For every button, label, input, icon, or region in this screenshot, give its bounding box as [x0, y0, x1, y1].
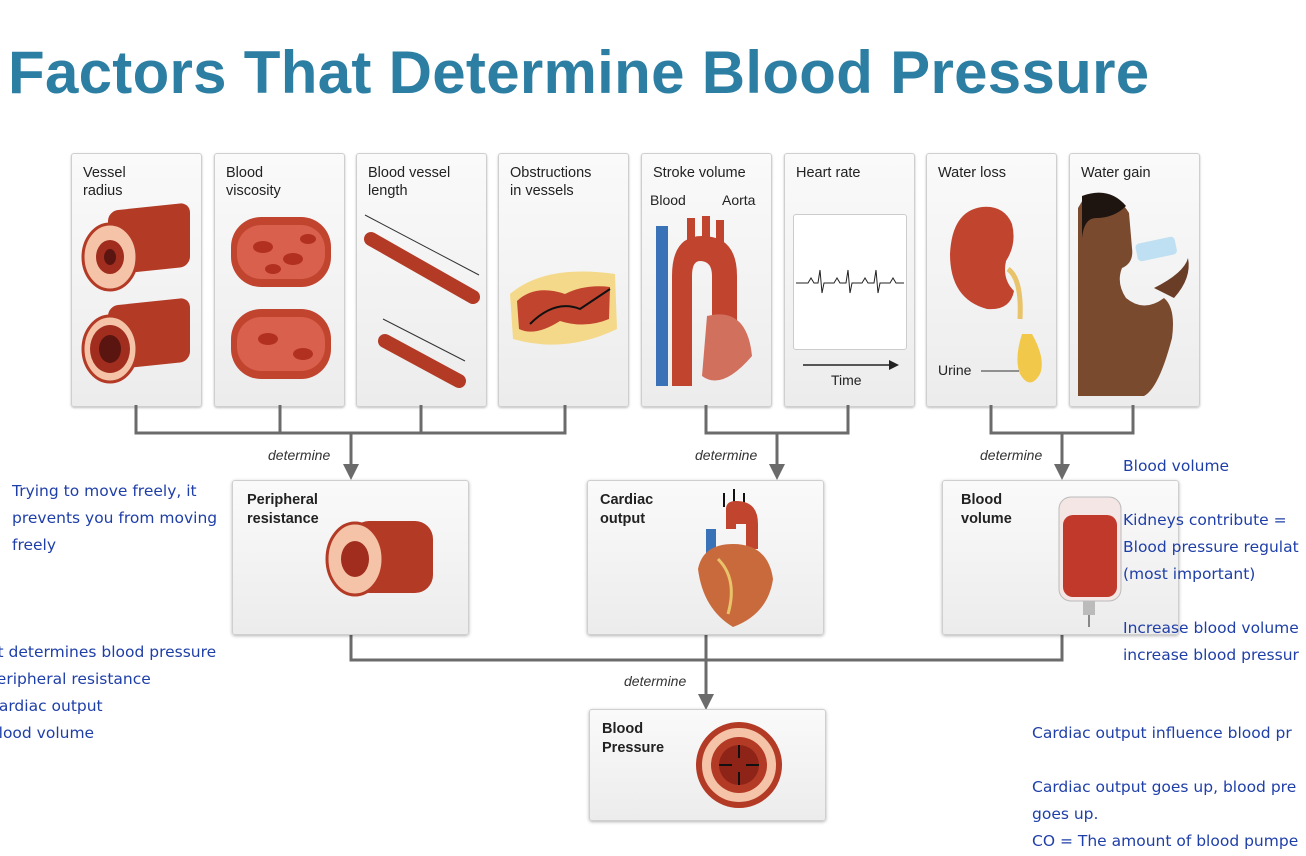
kidney-illustration — [950, 206, 1042, 383]
aorta-label: Aorta — [722, 192, 756, 208]
vessel-radius-illustration — [81, 203, 190, 384]
panel-label: Blood viscosity — [226, 165, 281, 199]
panel-water-loss: Water loss Urine — [926, 153, 1057, 407]
vessel-icon — [325, 521, 433, 597]
determine-label: determine — [268, 447, 331, 463]
vessel-length-illustration — [364, 214, 480, 388]
panel-label: Heart rate — [796, 165, 861, 181]
note-bp-determinants: at determines blood pressure Peripheral … — [0, 643, 217, 742]
heart-icon — [698, 489, 773, 627]
panel-obstructions: Obstructions in vessels — [498, 153, 629, 407]
blood-pressure-label: Blood Pressure — [602, 721, 665, 756]
determine-label: determine — [695, 447, 758, 463]
time-arrow — [803, 360, 899, 370]
blood-viscosity-illustration — [231, 217, 331, 379]
urine-label: Urine — [938, 362, 972, 378]
peripheral-resistance-label: Peripheral resistance — [247, 492, 319, 527]
peripheral-resistance-box: Peripheral resistance — [232, 480, 469, 635]
cardiac-output-box: Cardiac output — [587, 480, 824, 635]
panel-label: Water loss — [938, 165, 1006, 181]
obstruction-illustration — [510, 271, 617, 345]
blood-volume-label: Blood volume — [961, 492, 1012, 527]
panel-label: Stroke volume — [653, 165, 746, 181]
panel-vessel-radius: Vessel radius — [71, 153, 202, 407]
urine-pointer — [981, 370, 1019, 372]
note-cardiac-output: Cardiac output influence blood pr Cardia… — [1032, 724, 1299, 850]
note-blood-volume: Blood volume Kidneys contribute = Blood … — [1123, 457, 1299, 664]
blood-label: Blood — [650, 192, 686, 208]
note-peripheral-resistance: Trying to move freely, it prevents you f… — [12, 482, 218, 554]
panel-label: Water gain — [1081, 165, 1151, 181]
panel-blood-viscosity: Blood viscosity — [214, 153, 345, 407]
drinking-person-illustration — [1078, 192, 1189, 396]
panel-stroke-volume: Stroke volume Blood Aorta — [641, 153, 772, 407]
determine-label: determine — [980, 447, 1043, 463]
panel-vessel-length: Blood vessel length — [356, 153, 487, 407]
panel-label: Vessel radius — [83, 165, 126, 199]
panel-heart-rate: Heart rate Time — [784, 153, 915, 407]
blood-volume-box: Blood volume — [942, 480, 1179, 635]
ecg-trace — [796, 269, 904, 294]
time-label: Time — [831, 372, 862, 388]
ecg-monitor — [793, 214, 907, 350]
aorta-illustration — [656, 216, 752, 386]
page-title: Factors That Determine Blood Pressure — [8, 39, 1150, 106]
panel-label: Blood vessel length — [368, 165, 451, 199]
pressure-vessel-icon — [696, 722, 782, 808]
determine-label: determine — [624, 673, 687, 689]
cardiac-output-label: Cardiac output — [600, 492, 654, 527]
panel-label: Obstructions in vessels — [510, 165, 592, 199]
blood-bag-icon — [1058, 496, 1122, 627]
blood-pressure-box: Blood Pressure — [589, 709, 826, 821]
